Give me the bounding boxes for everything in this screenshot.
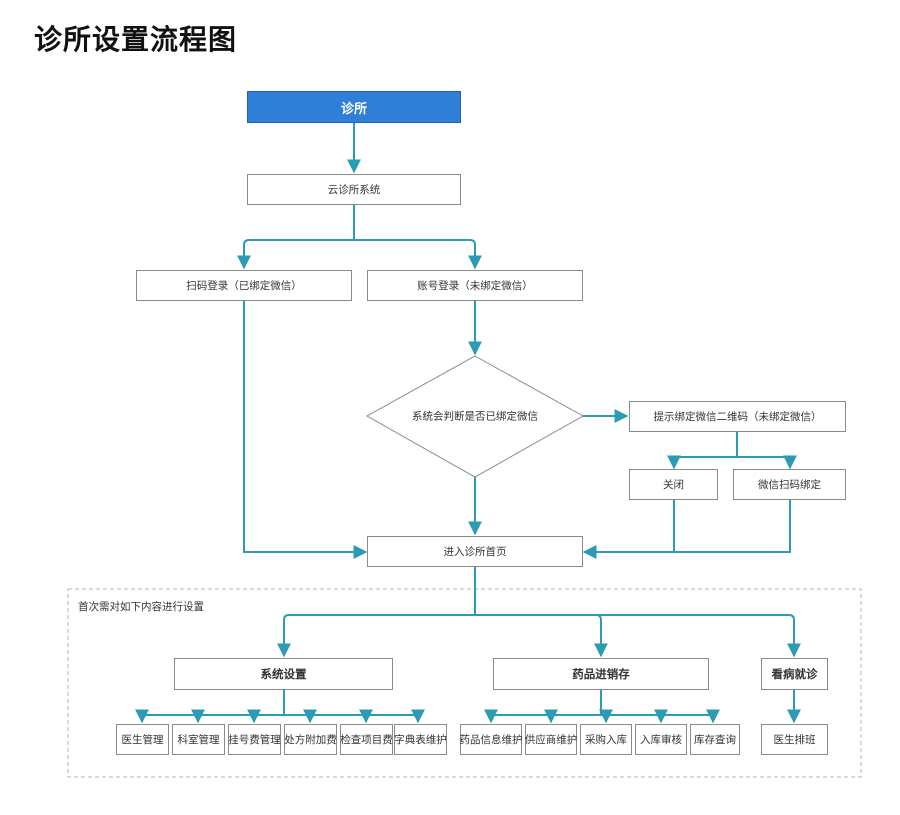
arrow-to-system-settings [277,614,475,658]
item-purchase-inbound: 采购入库 [580,724,632,755]
arrow-scan-to-home [243,301,368,559]
arrow-to-close [667,455,737,470]
item-doctor-management: 医生管理 [116,724,169,755]
decision-label: 系统会判断是否已绑定微信 [412,410,538,423]
item-prescription-surcharge: 处方附加费 [284,724,337,755]
page-title: 诊所设置流程图 [34,23,238,56]
node-account-login: 账号登录（未绑定微信） [367,270,583,301]
item-registration-fee: 挂号费管理 [228,724,281,755]
item-department-management: 科室管理 [172,724,225,755]
arrow-to-drug-inventory [475,614,608,658]
settings-group-label: 首次需对如下内容进行设置 [78,601,204,613]
item-doctor-schedule: 医生排班 [761,724,828,755]
item-exam-fee: 检查项目费 [340,724,393,755]
node-clinic: 诊所 [247,91,461,123]
node-enter-home: 进入诊所首页 [367,536,583,567]
node-scan-login: 扫码登录（已绑定微信） [136,270,352,301]
item-drug-info: 药品信息维护 [460,724,523,755]
node-prompt-qr: 提示绑定微信二维码（未绑定微信） [629,401,846,432]
category-consultation: 看病就诊 [761,658,828,690]
decision-diamond [365,355,585,478]
item-stock-query: 库存查询 [690,724,740,755]
item-dictionary-maintenance: 字典表维护 [394,724,447,755]
category-drug-inventory: 药品进销存 [493,658,709,690]
item-inbound-review: 入库审核 [635,724,687,755]
arrow-bind-to-home [582,500,791,559]
arrow-to-account-login [354,239,482,270]
arrow-to-consultation [475,614,801,658]
category-system-settings: 系统设置 [174,658,393,690]
node-close: 关闭 [629,469,718,500]
arrow-to-scan-login [237,239,354,270]
arrow-to-wechat-bind [737,455,797,470]
node-cloud-system: 云诊所系统 [247,174,461,205]
node-wechat-bind: 微信扫码绑定 [733,469,846,500]
item-supplier: 供应商维护 [525,724,577,755]
